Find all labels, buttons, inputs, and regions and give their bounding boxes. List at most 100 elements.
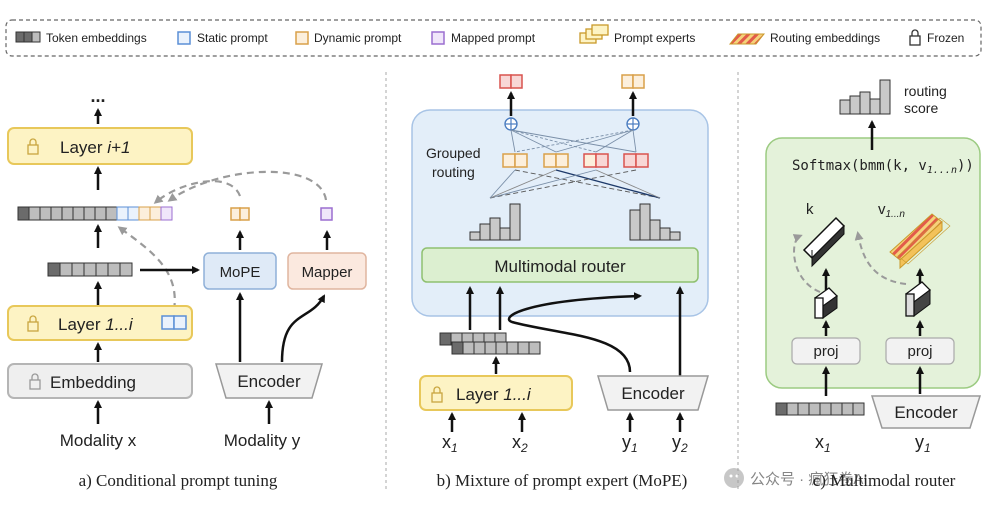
dashed-arrow [167, 170, 328, 202]
mapped-prompt-token [320, 207, 333, 221]
routing-histogram-right [629, 203, 681, 241]
multimodal-router-label: Multimodal router [494, 257, 626, 276]
panel-a: ... Layer i+1 [7, 86, 367, 490]
lock-icon [431, 386, 443, 403]
encoder-box-c [870, 395, 982, 429]
value-embeddings [889, 213, 951, 270]
expert-3 [583, 153, 609, 168]
expert-2 [543, 153, 569, 168]
sum-node-left [504, 117, 518, 131]
layer-top-box [7, 127, 193, 165]
routing-score-histogram [839, 79, 891, 115]
caption-a: a) Conditional prompt tuning [79, 471, 278, 490]
wechat-icon [724, 468, 744, 488]
dynamic-prompt-tokens [230, 207, 250, 221]
modality-x-label: Modality x [60, 431, 137, 450]
input-y2: y2 [672, 432, 688, 455]
encoder-label-a: Encoder [237, 372, 301, 391]
static-prompt-tokens [161, 315, 187, 330]
watermark-text: 公众号 · 瘋狂卷AI [750, 471, 868, 488]
encoder-label-c: Encoder [894, 403, 958, 422]
query-cube [813, 287, 839, 319]
routing-lines [489, 129, 661, 199]
panel-a-dots: ... [90, 86, 105, 106]
layer-bottom-box [7, 305, 193, 341]
embedding-box [7, 363, 193, 399]
encoder-box-a [214, 363, 324, 399]
legend-routing-label: Routing embeddings [770, 31, 880, 45]
legend-experts-label: Prompt experts [614, 31, 695, 45]
dashed-arrow [153, 180, 242, 204]
softmax-formula: Softmax(bmm(k, v1...n)) [792, 158, 974, 176]
token-intermediate [47, 262, 133, 277]
legend-static-icon [177, 31, 191, 45]
legend: Token embeddings Static prompt Dynamic p… [5, 19, 982, 57]
legend-routing-icon [728, 33, 766, 45]
routing-score-label-1: routing [904, 83, 947, 99]
mapper-label: Mapper [302, 264, 353, 281]
layer-top-label: Layer i+1 [60, 138, 130, 157]
legend-token-icon [15, 31, 41, 43]
grouped-routing-label-1: Grouped [426, 145, 480, 161]
layer-bottom-label: Layer 1...i [58, 315, 134, 334]
caption-c: c) Multimodal router [813, 471, 956, 490]
legend-frame [5, 19, 982, 57]
token-x1 [775, 402, 865, 416]
routing-histogram-left [469, 203, 521, 241]
routing-score-label-2: score [904, 100, 938, 116]
embedding-label: Embedding [50, 373, 136, 392]
sum-node-right [626, 117, 640, 131]
panel-b: Grouped routing [411, 74, 710, 490]
legend-token-label: Token embeddings [46, 31, 147, 45]
multimodal-router-box [421, 247, 699, 283]
mope-label: MoPE [220, 264, 261, 281]
legend-mapped-label: Mapped prompt [451, 31, 536, 45]
watermark: 公众号 · 瘋狂卷AI [724, 468, 868, 488]
proj-box-left [791, 337, 861, 365]
legend-static-label: Static prompt [197, 31, 268, 45]
proj-box-right [885, 337, 955, 365]
legend-experts-icon [579, 24, 609, 44]
token-stack [439, 332, 541, 355]
legend-dynamic-label: Dynamic prompt [314, 31, 402, 45]
v-label: v1...n [878, 201, 905, 220]
lock-icon [29, 373, 41, 390]
modality-y-label: Modality y [224, 431, 301, 450]
proj-label-left: proj [813, 343, 838, 360]
dashed-arrow [854, 231, 907, 285]
k-label: k [806, 201, 814, 218]
expert-1 [502, 153, 528, 168]
panel-c: routing score Softmax(bmm(k, v1...n)) k … [765, 79, 982, 490]
layer-box-b [419, 375, 573, 411]
dashed-arrow [117, 226, 176, 311]
arrow [507, 292, 642, 373]
mope-container [411, 109, 709, 317]
legend-lock-icon [909, 29, 921, 46]
encoder-cube [905, 281, 931, 317]
input-x1-c: x1 [815, 432, 831, 455]
mapper-box [287, 252, 367, 290]
encoder-label-b: Encoder [621, 384, 685, 403]
token-sequence [17, 206, 173, 221]
output-expert-right [621, 74, 645, 89]
arrow [280, 294, 326, 363]
key-embedding [802, 216, 846, 268]
expert-4 [623, 153, 649, 168]
legend-frozen-label: Frozen [927, 31, 964, 45]
encoder-box-b [596, 375, 710, 411]
proj-label-right: proj [907, 343, 932, 360]
caption-b: b) Mixture of prompt expert (MoPE) [437, 471, 688, 490]
layer-label-b: Layer 1...i [456, 385, 532, 404]
legend-mapped-icon [431, 31, 445, 45]
lock-icon [27, 315, 39, 332]
input-x1: x1 [442, 432, 458, 455]
input-x2: x2 [512, 432, 528, 455]
mope-box [203, 252, 277, 290]
lock-icon [27, 138, 39, 155]
grouped-routing-label-2: routing [432, 164, 475, 180]
input-y1: y1 [622, 432, 638, 455]
output-expert-left [499, 74, 523, 89]
legend-dynamic-icon [295, 31, 309, 45]
input-y1-c: y1 [915, 432, 931, 455]
